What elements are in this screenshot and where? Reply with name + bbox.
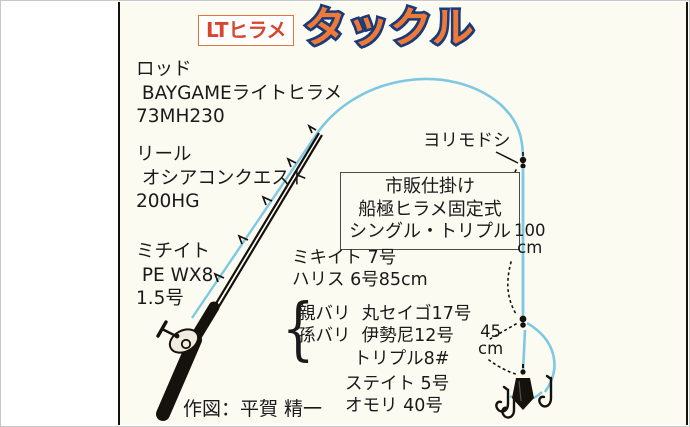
rod-blank [199,132,320,331]
title-main-text: タックル [301,3,476,52]
sinker-weight [512,364,534,410]
hook-branch-line [526,321,556,393]
figure-title: LTヒラメ タックル [198,3,476,54]
single-hook [538,374,553,408]
measure-45-lower [488,359,517,375]
left-gutter [1,1,118,426]
swivel-lower [519,315,527,328]
treble-hook [495,385,516,419]
swivel-top [519,152,527,169]
length-100cm-label: 100 cm [514,221,546,258]
hook-group-brace: { [282,290,315,369]
mainline-label: ミチイト PE WX8 1.5号 [136,241,214,310]
swivel-pointer [495,151,519,164]
rod-guides [213,124,317,283]
rod-blank-edge [202,134,323,334]
leader-label: ミキイト 7号 ハリス 6号85cm [292,248,428,291]
title-badge: LTヒラメ [198,14,294,46]
reel-label: リール オシアコンクエスト 200HG [136,144,309,213]
length-45cm-label: 45 cm [478,322,504,359]
measure-100-lower [507,261,517,315]
reel-body [156,320,200,354]
credit-label: 作図：平賀 精一 [183,398,323,420]
rig-spec-box: 市販仕掛け 船極ヒラメ固定式 シングル・トリプル [340,172,520,251]
main-line-arc [316,77,525,161]
swivel-label: ヨリモドシ [423,131,511,151]
hooks-label: 親バリ 丸セイゴ17号 孫バリ 伊勢尼12号 トリプル8# [298,304,472,369]
rod-label: ロッド BAYGAMEライトヒラメ 73MH230 [136,59,343,128]
main-line-on-rod [191,131,319,319]
rod-fore-grip [191,301,220,341]
measure-45-upper [489,323,517,340]
rod-blank-highlight [201,133,321,332]
sinker-label: ステイト 5号 オモリ 40号 [345,374,450,417]
